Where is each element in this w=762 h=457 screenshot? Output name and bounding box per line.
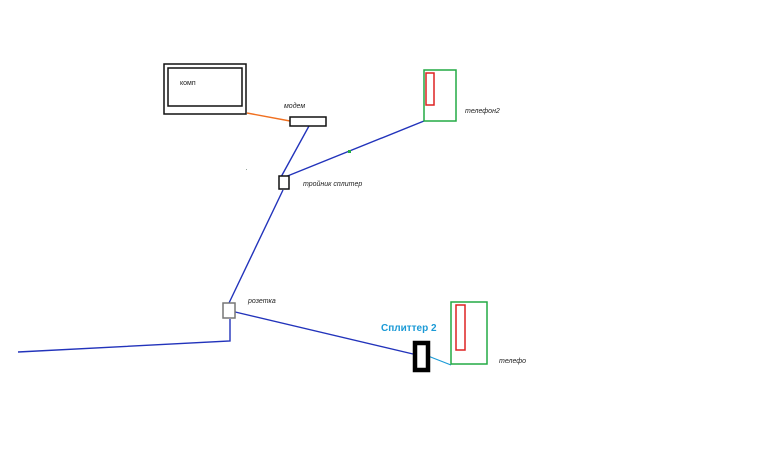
computer-label: комп <box>180 80 196 87</box>
phone2-handset <box>425 72 435 106</box>
socket-label: розетка <box>247 298 276 305</box>
triple-splitter-label: тройник сплитер <box>303 180 362 188</box>
cable-splitter2-to-phone <box>427 355 452 366</box>
phone2-label: телефон2 <box>465 108 500 115</box>
phone-label: телефо <box>499 358 526 365</box>
cable-modem-to-triple-splitter <box>280 125 310 178</box>
triple-splitter-box <box>278 175 290 190</box>
phone[interactable]: телефо <box>450 301 526 365</box>
cable-triple-splitter-to-socket <box>228 189 284 304</box>
phone2[interactable]: телефон2 <box>423 69 500 122</box>
cable-socket-to-splitter2 <box>230 310 414 355</box>
incoming-phone-line <box>17 319 231 353</box>
stray-dot <box>246 169 247 170</box>
modem[interactable]: модем <box>284 102 327 127</box>
socket-box <box>222 302 236 319</box>
modem-box <box>289 116 327 127</box>
computer-screen <box>167 67 243 107</box>
computer[interactable]: комп <box>163 63 247 115</box>
splitter2-box <box>412 340 431 373</box>
ethernet-cable-computer-modem <box>246 112 291 122</box>
wall-socket[interactable]: розетка <box>222 298 276 319</box>
phone-handset <box>455 304 466 351</box>
cable-junction-dot <box>348 150 351 153</box>
modem-label: модем <box>284 102 305 110</box>
splitter2[interactable]: Сплиттер 2 <box>381 323 437 373</box>
cable-triple-splitter-to-phone2 <box>284 120 425 178</box>
splitter2-label: Сплиттер 2 <box>381 323 437 334</box>
triple-splitter[interactable]: тройник сплитер <box>278 175 362 190</box>
